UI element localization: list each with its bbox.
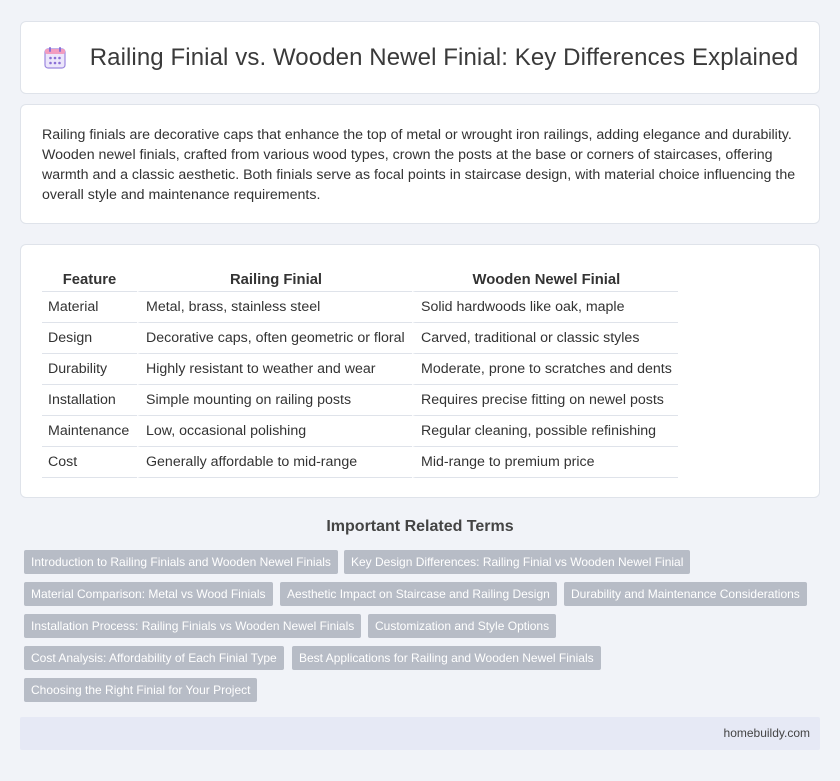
feature-cell: Installation xyxy=(42,385,137,416)
related-term-tag[interactable]: Installation Process: Railing Finials vs… xyxy=(24,614,362,638)
header-card: Railing Finial vs. Wooden Newel Finial: … xyxy=(20,21,820,94)
intro-card: Railing finials are decorative caps that… xyxy=(20,104,820,224)
table-header-row: Feature Railing Finial Wooden Newel Fini… xyxy=(42,264,678,292)
wooden-newel-finial-cell: Regular cleaning, possible refinishing xyxy=(412,416,678,447)
site-name[interactable]: homebuildy.com xyxy=(723,726,810,740)
railing-finial-cell: Metal, brass, stainless steel xyxy=(137,292,412,323)
wooden-newel-finial-cell: Moderate, prone to scratches and dents xyxy=(412,354,678,385)
feature-cell: Cost xyxy=(42,447,137,478)
related-term-tag[interactable]: Customization and Style Options xyxy=(368,614,557,638)
wooden-newel-finial-cell: Requires precise fitting on newel posts xyxy=(412,385,678,416)
railing-finial-cell: Generally affordable to mid-range xyxy=(137,447,412,478)
table-row: Installation Simple mounting on railing … xyxy=(42,385,678,416)
table-row: Maintenance Low, occasional polishing Re… xyxy=(42,416,678,447)
column-header-railing-finial: Railing Finial xyxy=(137,264,412,292)
related-terms-heading: Important Related Terms xyxy=(326,518,514,535)
comparison-card: Feature Railing Finial Wooden Newel Fini… xyxy=(20,244,820,498)
related-term-tag[interactable]: Choosing the Right Finial for Your Proje… xyxy=(24,678,258,702)
feature-cell: Design xyxy=(42,323,137,354)
related-term-tag[interactable]: Aesthetic Impact on Staircase and Railin… xyxy=(280,582,557,606)
column-header-wooden-newel-finial: Wooden Newel Finial xyxy=(412,264,678,292)
related-term-tag[interactable]: Key Design Differences: Railing Finial v… xyxy=(344,550,691,574)
railing-finial-cell: Highly resistant to weather and wear xyxy=(137,354,412,385)
feature-cell: Material xyxy=(42,292,137,323)
feature-cell: Maintenance xyxy=(42,416,137,447)
railing-finial-cell: Decorative caps, often geometric or flor… xyxy=(137,323,412,354)
feature-cell: Durability xyxy=(42,354,137,385)
wooden-newel-finial-cell: Solid hardwoods like oak, maple xyxy=(412,292,678,323)
title-row: Railing Finial vs. Wooden Newel Finial: … xyxy=(21,22,819,93)
wooden-newel-finial-cell: Mid-range to premium price xyxy=(412,447,678,478)
railing-finial-cell: Simple mounting on railing posts xyxy=(137,385,412,416)
table-row: Cost Generally affordable to mid-range M… xyxy=(42,447,678,478)
calendar-icon xyxy=(42,45,68,71)
related-term-tag[interactable]: Introduction to Railing Finials and Wood… xyxy=(24,550,338,574)
wooden-newel-finial-cell: Carved, traditional or classic styles xyxy=(412,323,678,354)
intro-paragraph: Railing finials are decorative caps that… xyxy=(42,127,796,203)
related-term-tag[interactable]: Best Applications for Railing and Wooden… xyxy=(292,646,601,670)
railing-finial-cell: Low, occasional polishing xyxy=(137,416,412,447)
related-term-tag[interactable]: Cost Analysis: Affordability of Each Fin… xyxy=(24,646,284,670)
footer-bar: homebuildy.com xyxy=(20,717,820,750)
related-term-tag[interactable]: Durability and Maintenance Consideration… xyxy=(564,582,807,606)
column-header-feature: Feature xyxy=(42,264,137,292)
table-row: Durability Highly resistant to weather a… xyxy=(42,354,678,385)
table-row: Design Decorative caps, often geometric … xyxy=(42,323,678,354)
table-row: Material Metal, brass, stainless steel S… xyxy=(42,292,678,323)
page-title: Railing Finial vs. Wooden Newel Finial: … xyxy=(89,43,799,71)
comparison-table: Feature Railing Finial Wooden Newel Fini… xyxy=(42,264,678,478)
related-term-tag[interactable]: Material Comparison: Metal vs Wood Finia… xyxy=(24,582,273,606)
